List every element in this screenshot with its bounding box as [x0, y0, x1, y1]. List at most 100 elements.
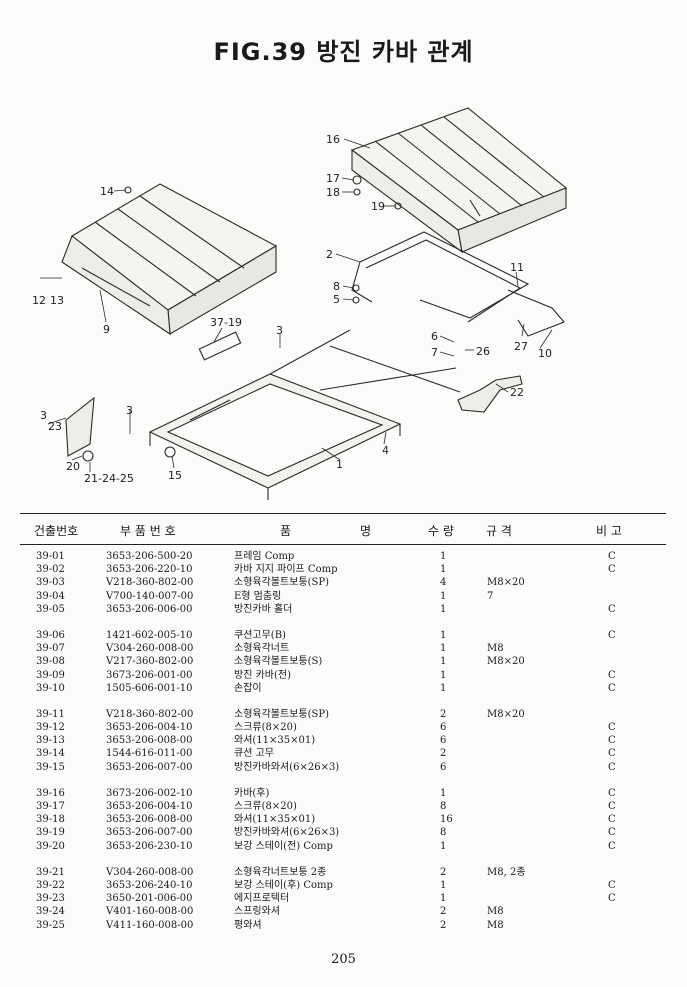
callout-label: 37-19 — [210, 316, 242, 329]
spec-cell: M8 — [487, 906, 504, 918]
callout-labels: 16 17 18 19 14 2 11 8 5 12 13 9 37-19 3 … — [32, 133, 552, 485]
item-no-cell: 39-25 — [36, 919, 65, 931]
item-no-cell: 39-24 — [36, 906, 65, 918]
item-no-cell: 39-13 — [36, 735, 65, 747]
spec-cell: M8×20 — [487, 708, 525, 720]
callout-label: 21-24-25 — [84, 472, 134, 485]
callout-label: 4 — [382, 444, 389, 457]
part-name-cell: 소형육각너트 — [234, 643, 290, 655]
part-name-cell: 에지프로텍터 — [234, 893, 290, 905]
qty-cell: 1 — [440, 669, 447, 681]
leader-lines — [40, 138, 553, 472]
callout-label: 5 — [333, 293, 340, 306]
item-no-cell: 39-15 — [36, 761, 65, 773]
part-no-cell: V401-160-008-00 — [106, 906, 194, 918]
part-name-cell: 방진 카바(전) — [234, 669, 291, 681]
part-name-cell: 카바(후) — [234, 787, 270, 799]
part-no-cell: 3653-206-004-10 — [106, 801, 193, 812]
item-no-cell: 39-10 — [36, 682, 65, 694]
callout-label: 17 — [326, 172, 340, 185]
row-group-gap — [20, 774, 666, 787]
item-no-cell: 39-20 — [36, 840, 65, 852]
item-no-cell: 39-09 — [36, 669, 65, 681]
qty-cell: 1 — [440, 656, 447, 668]
qty-cell: 1 — [440, 840, 447, 852]
callout-label: 8 — [333, 280, 340, 293]
callout-label: 6 — [431, 330, 438, 343]
header-part-no: 부 품 번 호 — [120, 524, 176, 538]
callout-label: 27 — [514, 340, 528, 353]
rear-cover-drawing — [350, 107, 568, 254]
qty-cell: 8 — [440, 827, 447, 839]
header-qty: 수 량 — [428, 524, 454, 538]
part-name-cell: 방진카바와셔(6×26×3) — [234, 761, 340, 773]
part-name-cell: 쿠션고무(B) — [234, 629, 286, 641]
item-no-cell: 39-21 — [36, 866, 65, 878]
remarks-cell: C — [608, 669, 616, 681]
part-name-cell: 방진카바 홀더 — [234, 603, 293, 615]
callout-label: 11 — [510, 261, 524, 274]
header-remarks: 비 고 — [596, 524, 622, 538]
support-pipe-drawing — [351, 231, 565, 337]
item-no-cell: 39-05 — [36, 603, 65, 615]
part-no-cell: V700-140-007-00 — [106, 590, 194, 602]
remarks-cell: C — [608, 682, 616, 694]
part-no-cell: V304-260-008-00 — [106, 643, 194, 655]
part-name-cell: 카바 지지 파이프 Comp — [234, 564, 338, 576]
part-name-cell: 소형육각너트보퉁 2종 — [234, 866, 327, 878]
qty-cell: 1 — [440, 590, 447, 602]
callout-label: 23 — [48, 420, 62, 433]
stays-drawing — [65, 175, 523, 462]
part-no-cell: V411-160-008-00 — [106, 919, 194, 931]
part-name-cell: 방진카바와셔(6×26×3) — [234, 827, 340, 839]
item-no-cell: 39-22 — [36, 879, 65, 891]
item-no-cell: 39-17 — [36, 801, 65, 812]
part-no-cell: 3653-206-006-00 — [106, 603, 193, 615]
part-no-cell: 3673-206-001-00 — [106, 669, 193, 681]
item-no-cell: 39-23 — [36, 893, 65, 905]
qty-cell: 2 — [440, 748, 447, 760]
item-no-cell: 39-18 — [36, 814, 65, 826]
item-no-cell: 39-11 — [36, 708, 65, 720]
remarks-cell: C — [608, 801, 616, 812]
item-no-cell: 39-19 — [36, 827, 65, 839]
callout-label: 3 — [126, 404, 133, 417]
qty-cell: 1 — [440, 603, 447, 615]
spec-cell: M8 — [487, 919, 504, 931]
part-name-cell: 소형육각볼트보퉁(SP) — [234, 708, 329, 720]
callout-label: 3 — [276, 324, 283, 337]
remarks-cell: C — [608, 748, 616, 760]
header-spec: 규 격 — [486, 524, 512, 538]
part-name-cell: 보강 스테이(후) Comp — [234, 879, 333, 891]
callout-label: 12 — [32, 294, 46, 307]
remarks-cell: C — [608, 879, 616, 891]
qty-cell: 1 — [440, 879, 447, 891]
front-cover-drawing — [61, 183, 278, 336]
part-no-cell: 3653-206-008-00 — [106, 735, 193, 747]
part-no-cell: 3653-206-008-00 — [106, 814, 193, 826]
callout-label: 16 — [326, 133, 340, 146]
part-no-cell: V304-260-008-00 — [106, 866, 194, 878]
exploded-parts-diagram: 16 17 18 19 14 2 11 8 5 12 13 9 37-19 3 … — [32, 107, 568, 500]
part-name-cell: 보강 스테이(전) Comp — [234, 840, 333, 852]
spec-cell: M8, 2종 — [487, 866, 526, 878]
qty-cell: 1 — [440, 893, 447, 905]
part-no-cell: 3650-201-006-00 — [106, 893, 193, 905]
part-no-cell: 3653-206-007-00 — [106, 761, 193, 773]
item-no-cell: 39-03 — [36, 577, 65, 589]
remarks-cell: C — [608, 564, 616, 576]
page-title: FIG.39 방진 카바 관계 — [213, 38, 474, 66]
